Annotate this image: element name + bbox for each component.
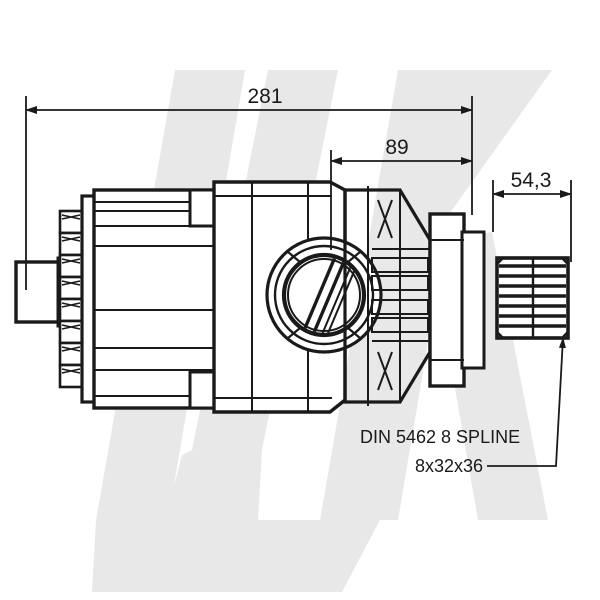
drive-flange: [428, 212, 486, 388]
spline-note-line-1: DIN 5462 8 SPLINE: [360, 427, 520, 447]
spline-note-line-2: 8x32x36: [415, 456, 483, 476]
dimension-label-89: 89: [385, 136, 408, 159]
spline-drive-shaft: [495, 256, 570, 340]
dimension-label-54-3: 54,3: [511, 169, 552, 192]
dimension-label-281: 281: [247, 85, 282, 108]
dimension-layer: [25, 96, 572, 290]
pump-housing-barrel: [92, 188, 224, 410]
spline-leader-line: [487, 337, 566, 467]
circular-suction-port: [265, 236, 383, 354]
pump-assembly: [14, 180, 570, 414]
mounting-flange-bolts: [58, 194, 98, 404]
